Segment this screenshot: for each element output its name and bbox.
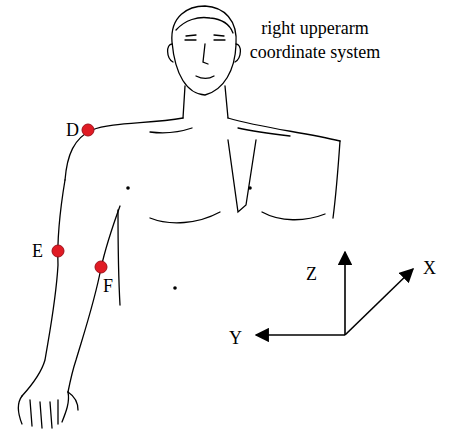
marker-dot <box>82 124 94 136</box>
axis-label: X <box>423 257 436 279</box>
marker-dot <box>95 261 107 273</box>
title-note: right upperarm coordinate system <box>240 16 390 64</box>
marker-label: D <box>66 119 79 141</box>
axis-label: Y <box>229 327 242 349</box>
axis-label: Z <box>306 263 317 285</box>
marker-label: E <box>32 240 43 262</box>
x-axis <box>345 269 413 335</box>
y-axis <box>256 334 345 336</box>
marker-dot <box>52 245 64 257</box>
marker-label: F <box>103 275 113 297</box>
marker-dots <box>52 124 107 273</box>
coordinate-axes <box>256 252 413 335</box>
z-axis <box>344 252 346 335</box>
body-marks <box>126 186 252 290</box>
body-outline <box>18 6 340 428</box>
